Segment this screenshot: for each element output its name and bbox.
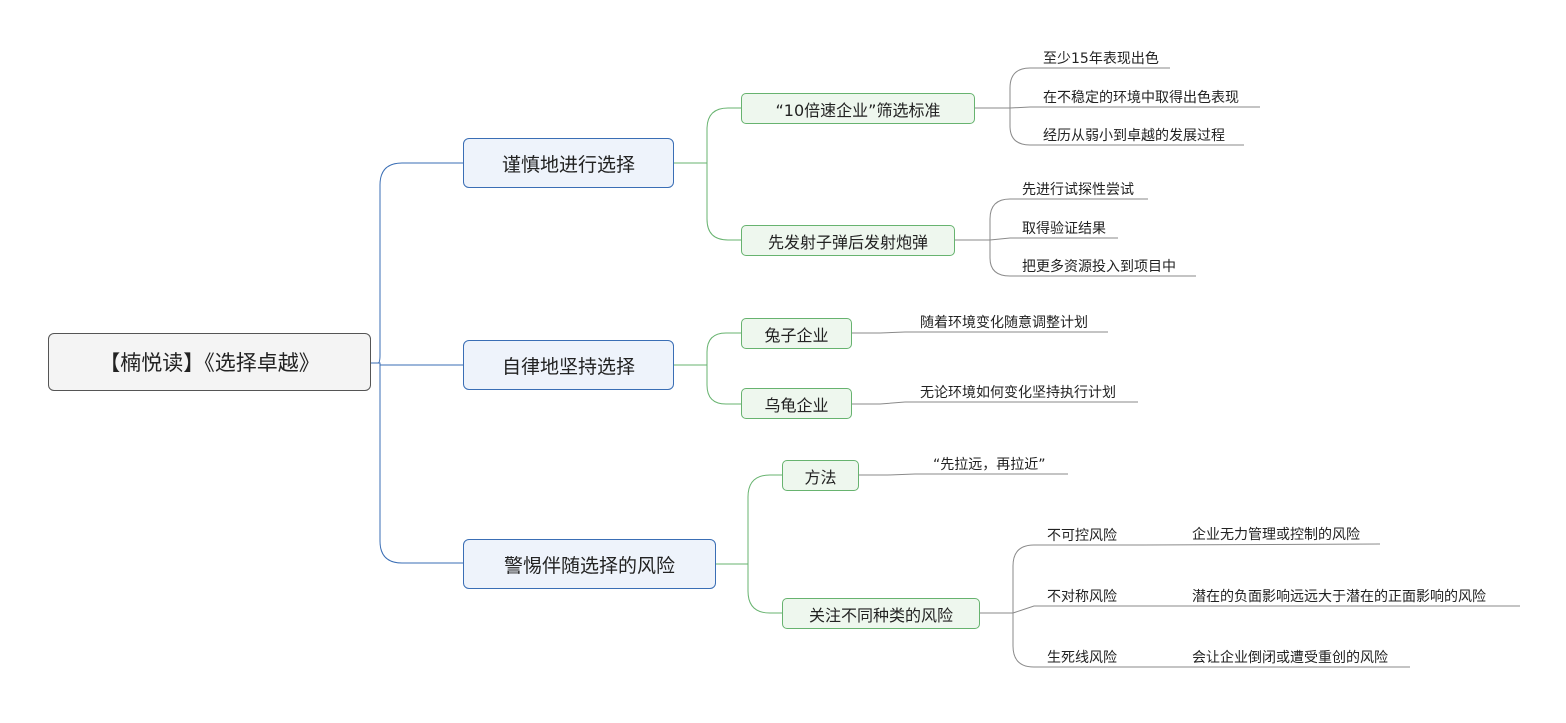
connector-c12-leaf2 (955, 237, 1118, 241)
subtopic-risk-types[interactable]: 关注不同种类的风险 (782, 598, 980, 629)
subtopic-turtle-company[interactable]: 乌龟企业 (741, 388, 852, 419)
subtopic-bullets-then-cannonballs[interactable]: 先发射子弹后发射炮弹 (741, 225, 955, 256)
leaf-topic[interactable]: 至少15年表现出色 (1043, 51, 1159, 67)
leaf-topic[interactable]: 取得验证结果 (1022, 221, 1106, 237)
connector-c32-risk1 (980, 543, 1381, 614)
connector-c11-leaf1 (975, 67, 1170, 109)
connector-b3-c2 (747, 564, 782, 614)
risk-description[interactable]: 企业无力管理或控制的风险 (1192, 527, 1360, 543)
risk-description[interactable]: 会让企业倒闭或遭受重创的风险 (1192, 650, 1388, 666)
subtopic-method[interactable]: 方法 (782, 460, 859, 491)
connector-root-branch2 (371, 362, 463, 366)
connector-b1-c2 (706, 163, 741, 241)
connector-b2-c1 (674, 332, 741, 366)
risk-description[interactable]: 潜在的负面影响远远大于潜在的正面影响的风险 (1192, 589, 1486, 605)
leaf-topic[interactable]: 先进行试探性尝试 (1022, 182, 1134, 198)
subtopic-10x-criteria[interactable]: “10倍速企业”筛选标准 (741, 93, 975, 124)
risk-name[interactable]: 不对称风险 (1047, 589, 1117, 605)
branch-label: 谨慎地进行选择 (501, 153, 635, 176)
connector-c11-leaf2 (975, 106, 1260, 109)
connector-c12-leaf3 (989, 240, 1196, 277)
connector-c32-risk2 (980, 605, 1520, 614)
risk-name[interactable]: 不可控风险 (1047, 528, 1117, 544)
branch-choice-risks[interactable]: 警惕伴随选择的风险 (463, 539, 716, 589)
connector-b2-c2 (706, 365, 741, 405)
leaf-topic[interactable]: 把更多资源投入到项目中 (1022, 259, 1176, 275)
subtopic-label: “10倍速企业”筛选标准 (775, 100, 941, 120)
subtopic-label: 关注不同种类的风险 (808, 605, 953, 625)
connector-b3-c1 (716, 474, 782, 565)
branch-label: 自律地坚持选择 (501, 355, 635, 378)
connector-root-branch3 (379, 365, 463, 564)
risk-name[interactable]: 生死线风险 (1047, 650, 1117, 666)
connector-root-branch1 (371, 162, 463, 364)
branch-label: 警惕伴随选择的风险 (503, 554, 675, 577)
subtopic-label: 乌龟企业 (764, 395, 829, 415)
leaf-topic[interactable]: “先拉远，再拉近” (933, 457, 1046, 473)
connector-b1-c1 (674, 107, 741, 164)
connector-c21-leaf1 (852, 331, 1108, 334)
subtopic-label: 兔子企业 (764, 325, 829, 345)
leaf-topic[interactable]: 随着环境变化随意调整计划 (920, 315, 1088, 331)
branch-careful-choice[interactable]: 谨慎地进行选择 (463, 138, 674, 188)
connector-c12-leaf1 (955, 198, 1148, 241)
connector-c22-leaf1 (852, 401, 1138, 405)
connector-c11-leaf3 (1009, 108, 1244, 146)
connector-c32-risk3 (1012, 613, 1410, 668)
connector-c31-leaf1 (859, 473, 1068, 476)
subtopic-label: 方法 (804, 467, 837, 487)
subtopic-label: 先发射子弹后发射炮弹 (767, 232, 928, 252)
leaf-topic[interactable]: 在不稳定的环境中取得出色表现 (1043, 90, 1239, 106)
leaf-topic[interactable]: 无论环境如何变化坚持执行计划 (920, 385, 1116, 401)
branch-disciplined-choice[interactable]: 自律地坚持选择 (463, 340, 674, 390)
leaf-topic[interactable]: 经历从弱小到卓越的发展过程 (1043, 128, 1225, 144)
root-label: 【楠悦读】《选择卓越》 (99, 351, 320, 375)
subtopic-rabbit-company[interactable]: 兔子企业 (741, 318, 852, 349)
root-node[interactable]: 【楠悦读】《选择卓越》 (48, 333, 371, 391)
